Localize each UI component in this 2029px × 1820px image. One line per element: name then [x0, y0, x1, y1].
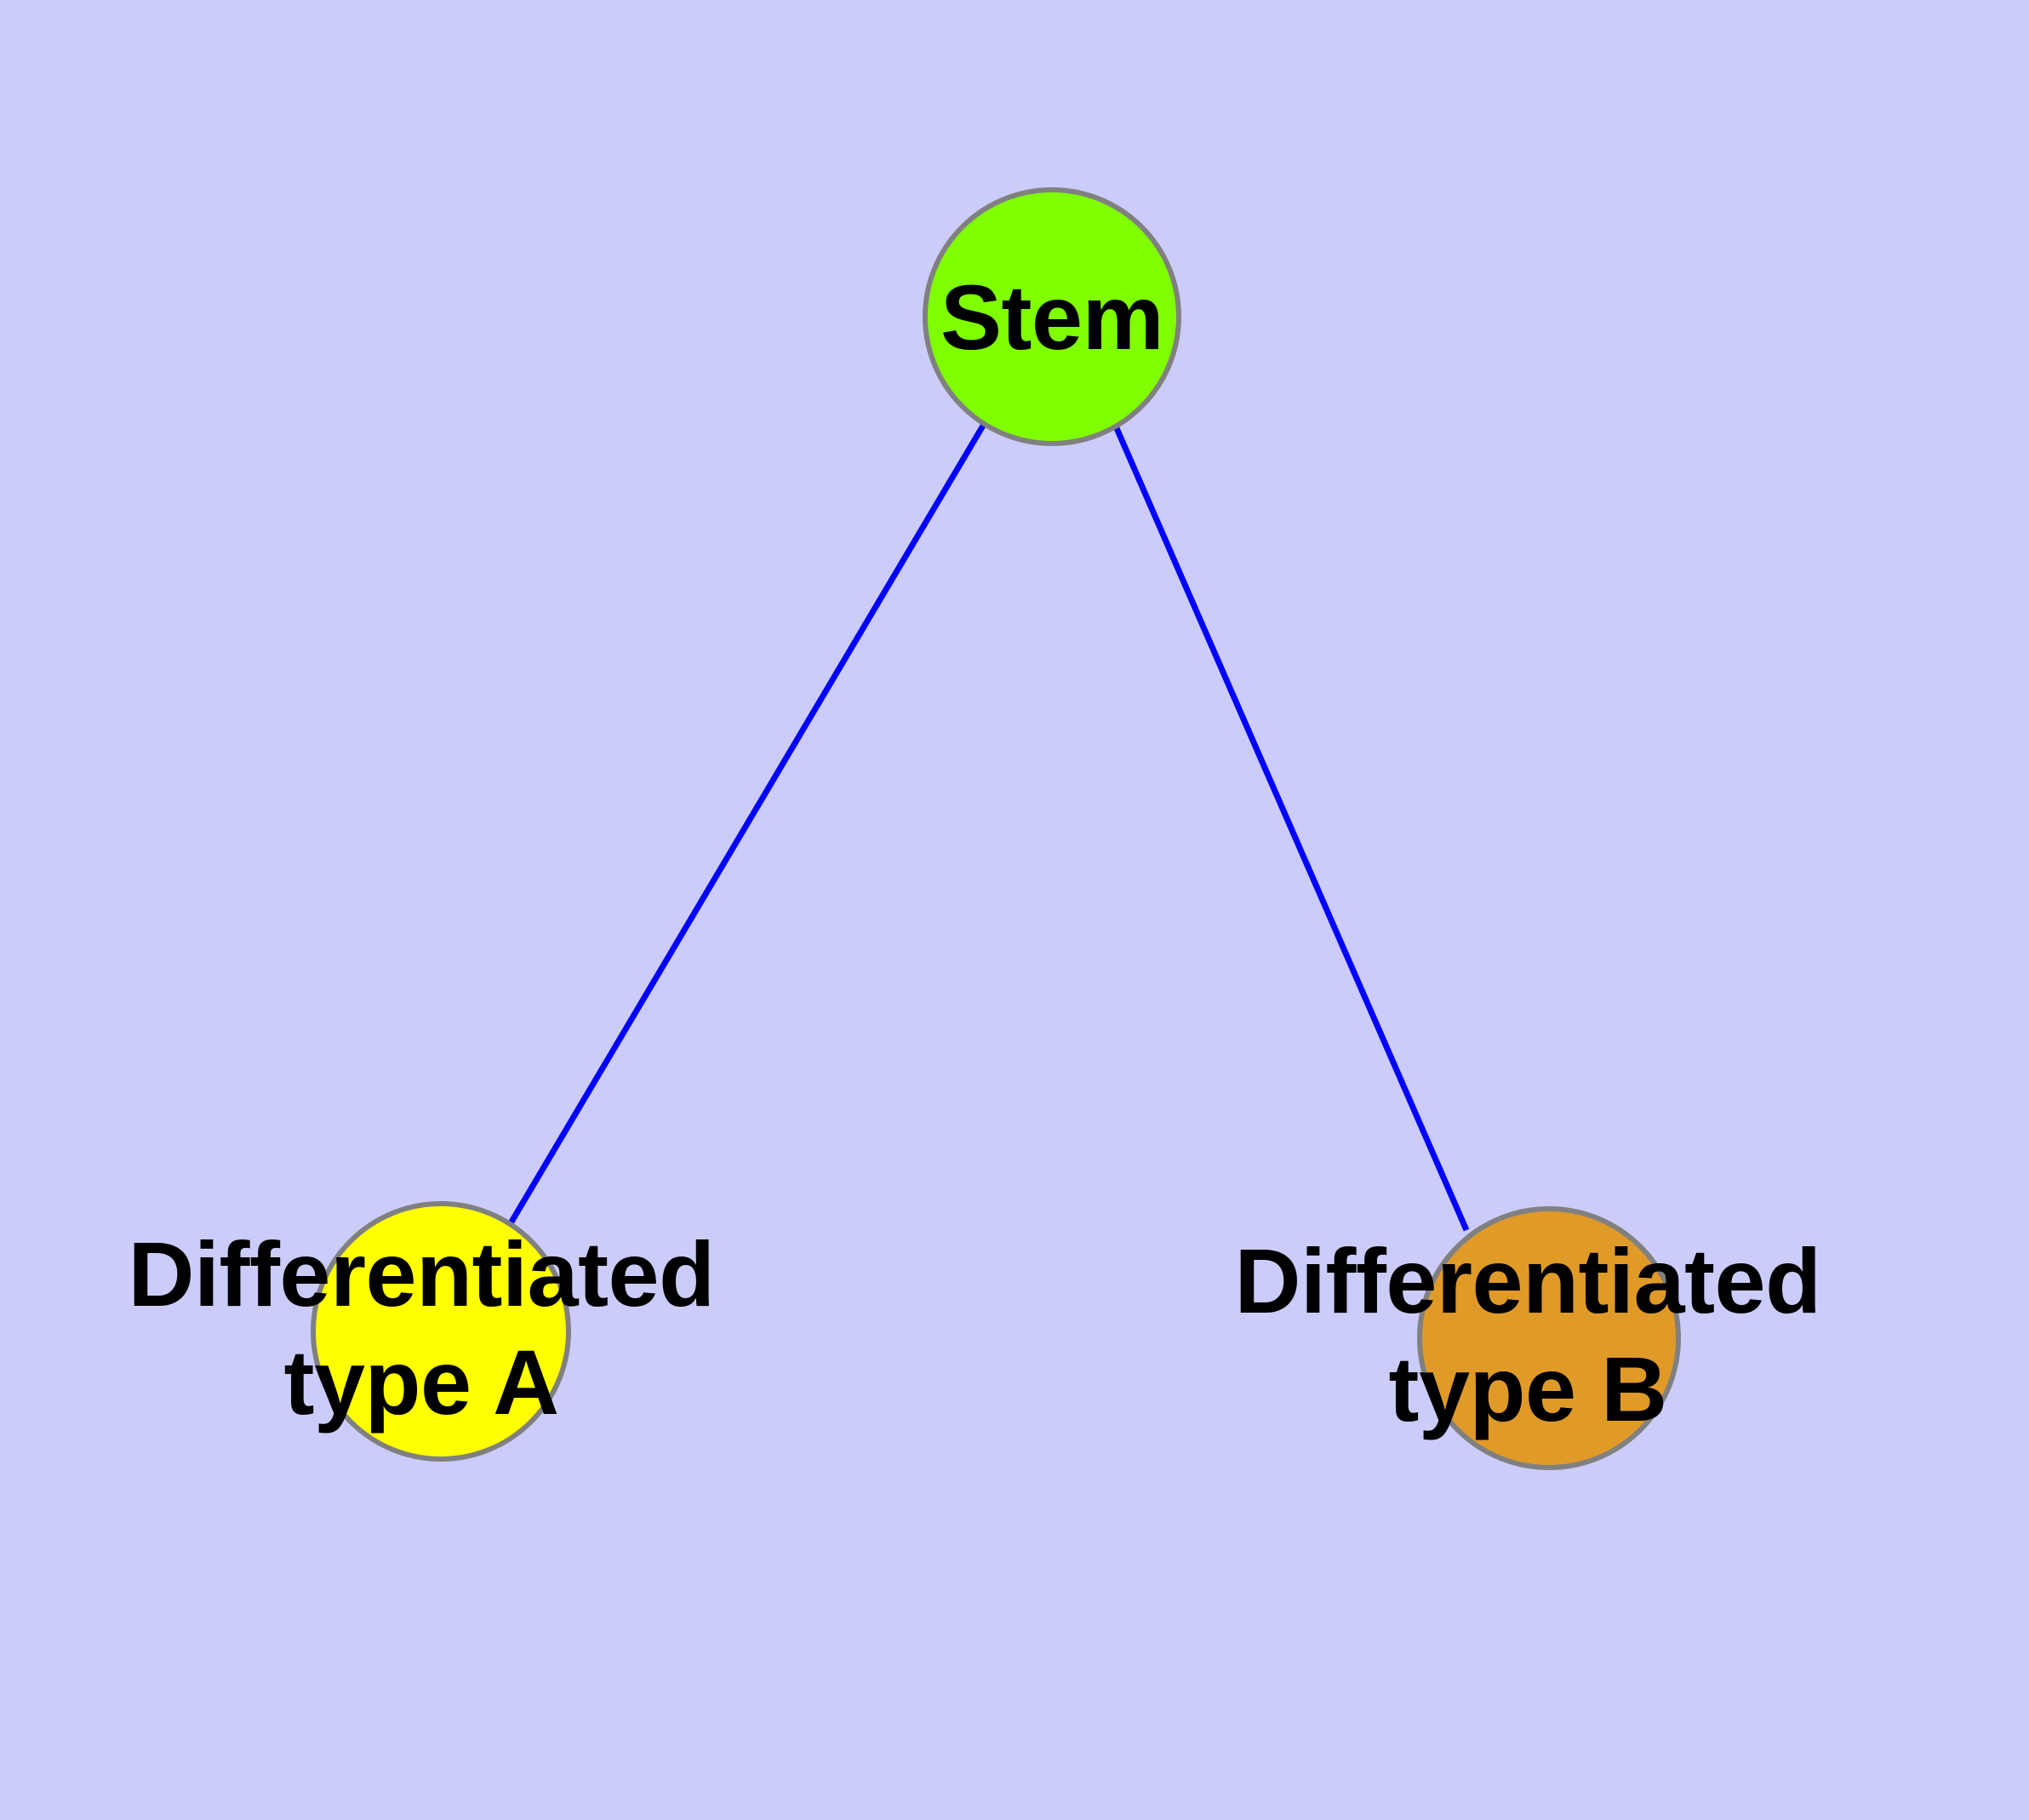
node-stem[interactable]: [923, 187, 1181, 446]
edge-stem-to-diff-a: [507, 424, 986, 1225]
edge-stem-to-diff-b: [1113, 426, 1470, 1232]
node-diff-b[interactable]: [1417, 1206, 1681, 1470]
edges-group: [507, 424, 1470, 1232]
node-diff-a[interactable]: [311, 1201, 571, 1462]
